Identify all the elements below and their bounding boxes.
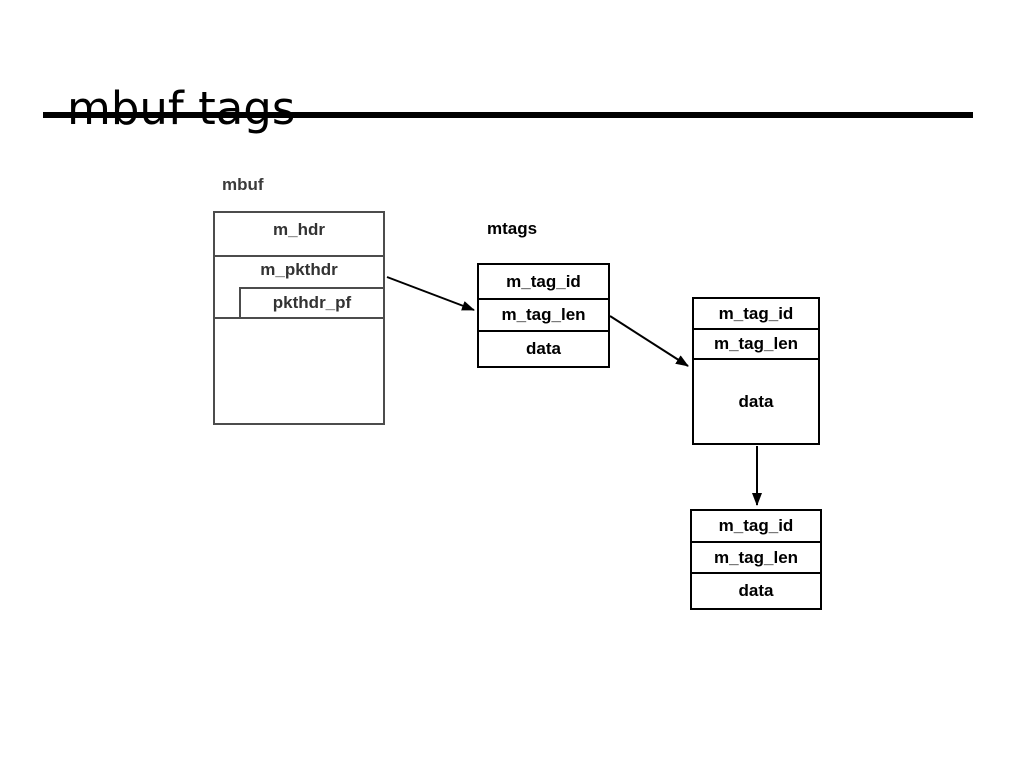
- mtags-row-data: data: [526, 339, 561, 358]
- tag3-row-data: data: [738, 581, 774, 600]
- mbuf-row-m-hdr: m_hdr: [273, 220, 325, 239]
- tag2-row-m-tag-len: m_tag_len: [694, 330, 818, 360]
- mtags-box: m_tag_id m_tag_len data: [477, 263, 610, 368]
- arrow-mbuf-to-mtags: [386, 276, 475, 311]
- tag3-row-m-tag-len: m_tag_len: [692, 543, 820, 574]
- tag2-row-m-tag-id: m_tag_id: [694, 299, 818, 330]
- mtags-box-label: mtags: [487, 219, 538, 238]
- pkthdr-pf-subbox: pkthdr_pf: [239, 287, 383, 317]
- mbuf-row-m-pkthdr: m_pkthdr: [260, 260, 338, 279]
- mtags-row-m-tag-len: m_tag_len: [479, 300, 608, 332]
- mtags-row-m-tag-id: m_tag_id: [479, 265, 608, 300]
- mbuf-box-label: mbuf: [222, 175, 264, 194]
- arrow-mtags-to-tag2: [609, 315, 689, 367]
- tag3-row-m-tag-id: m_tag_id: [692, 511, 820, 543]
- mbuf-box: m_hdr m_pkthdr pkthdr_pf: [213, 211, 385, 425]
- tag2-row-data: data: [738, 391, 774, 411]
- title-underline: [43, 112, 973, 118]
- mbuf-divider-1: [215, 255, 383, 257]
- tag2-box: m_tag_id m_tag_len data: [692, 297, 820, 445]
- tag3-box: m_tag_id m_tag_len data: [690, 509, 822, 610]
- mbuf-divider-2: [215, 317, 383, 319]
- page-title: mbuf tags: [67, 82, 296, 136]
